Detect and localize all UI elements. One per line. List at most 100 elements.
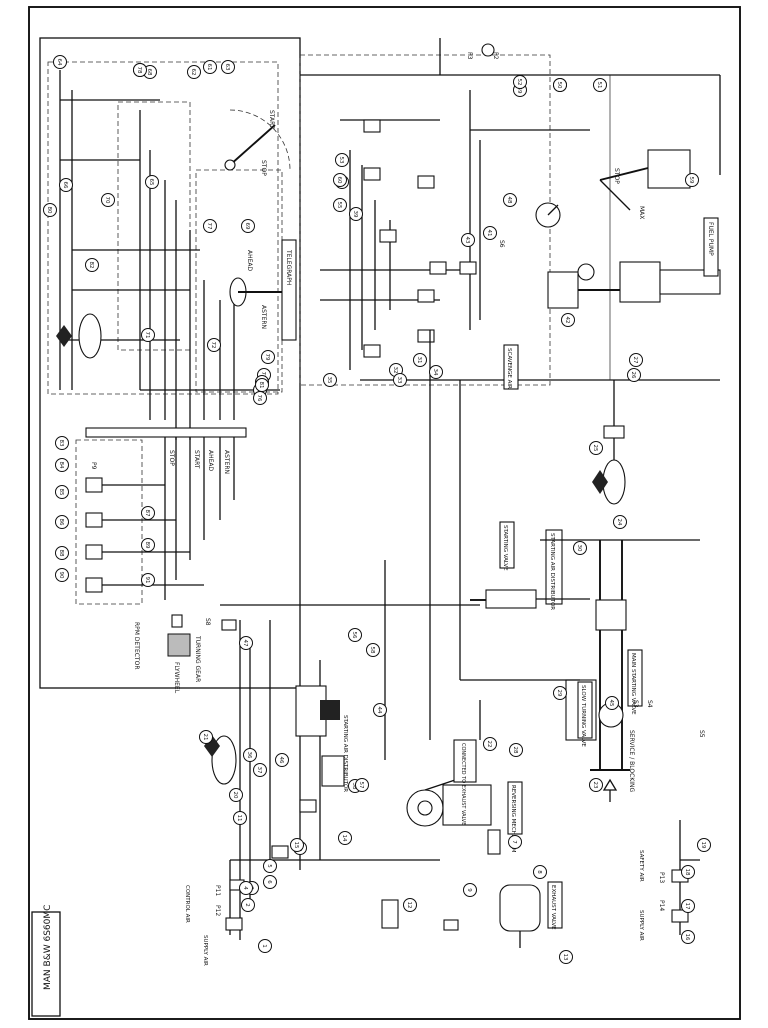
callout-number: 7: [511, 840, 517, 844]
callout-24: 24: [613, 515, 627, 529]
exhaust-valve-label: EXHAUST VALVE: [550, 885, 556, 930]
callout-6: 6: [263, 875, 277, 889]
callout-number: 17: [684, 903, 690, 910]
callout-number: 53: [338, 157, 344, 164]
callout-21: 21: [199, 730, 213, 744]
callout-number: 43: [464, 237, 470, 244]
callout-number: 69: [244, 223, 250, 230]
slow-turning-valve-tag: [577, 681, 593, 739]
pressure-label-p14: P14: [658, 900, 665, 911]
callout-55: 55: [333, 198, 347, 212]
solenoid-label-s6: S6: [498, 240, 505, 248]
callout-13: 13: [559, 950, 573, 964]
callout-number: 58: [369, 647, 375, 654]
top-main-lines: [300, 38, 721, 381]
fuel-pump-tag: [703, 217, 719, 277]
callout-number: 83: [58, 440, 64, 447]
service-blocking-label: SERVICE / BLOCKING: [628, 730, 635, 792]
starting-air-distributor-label: STARTING AIR DISTRIBUTOR: [549, 533, 555, 610]
callout-90: 90: [55, 568, 69, 582]
callout-number: 18: [684, 869, 690, 876]
safety-air-label: SAFETY AIR: [638, 850, 644, 882]
callout-number: 81: [258, 382, 264, 389]
callout-number: 34: [432, 369, 438, 376]
bus-label-ahead: AHEAD: [207, 450, 214, 472]
callout-number: 78: [136, 67, 142, 74]
callout-number: 72: [210, 342, 216, 349]
callout-45: 45: [605, 696, 619, 710]
callout-number: 31: [416, 357, 422, 364]
callout-71: 71: [141, 328, 155, 342]
drawing-frame: [28, 6, 741, 1020]
callout-72: 72: [207, 338, 221, 352]
callout-number: 39: [352, 211, 358, 218]
bus-label-astern: ASTERN: [223, 450, 230, 474]
callout-63: 63: [221, 60, 235, 74]
rpm-detector-label: RPM DETECTOR: [133, 622, 140, 669]
callout-7: 7: [508, 835, 522, 849]
telegraph-label: TELEGRAPH: [285, 249, 292, 285]
callout-number: 64: [56, 59, 62, 66]
callout-number: 38: [351, 783, 357, 790]
callout-79: 79: [261, 350, 275, 364]
lower-lines: [220, 330, 700, 940]
callout-53: 53: [335, 153, 349, 167]
callout-number: 59: [688, 177, 694, 184]
callout-number: 5: [266, 864, 272, 868]
main-starting-valve-tag: [627, 649, 643, 707]
callout-number: 85: [58, 489, 64, 496]
callout-number: 76: [256, 395, 262, 402]
telegraph-astern: ASTERN: [260, 305, 267, 329]
start-stop-quadrant: [224, 109, 291, 171]
callout-number: 35: [326, 377, 332, 384]
callout-number: 13: [562, 954, 568, 961]
callout-number: 89: [144, 542, 150, 549]
callout-12: 12: [403, 898, 417, 912]
callout-5: 5: [263, 859, 277, 873]
solenoid-label-s5: S5: [698, 730, 705, 738]
reversing-mechanism-tag: [507, 781, 523, 835]
callout-number: 6: [266, 880, 272, 884]
callout-number: 24: [616, 519, 622, 526]
callout-77: 77: [203, 219, 217, 233]
callout-number: 66: [62, 182, 68, 189]
starting-valve-tag: [499, 521, 515, 569]
quadrant-start: START: [268, 110, 275, 129]
fuel-pump-label: FUEL PUMP: [707, 222, 714, 256]
callout-number: 4: [242, 886, 248, 890]
main-starting-valve: [540, 539, 700, 771]
callout-1: 1: [258, 939, 272, 953]
callout-number: 46: [278, 757, 284, 764]
callout-48: 48: [503, 193, 517, 207]
slow-turning-valve-label: SLOW TURNING VALVE: [580, 685, 586, 747]
callout-number: 88: [58, 550, 64, 557]
engine-side-panel: [47, 61, 279, 395]
supply-air-label-right: SUPPLY AIR: [638, 910, 644, 941]
telegraph-ahead: AHEAD: [246, 250, 253, 272]
callout-number: 15: [293, 842, 299, 849]
callout-41: 41: [483, 226, 497, 240]
callout-number: 36: [246, 752, 252, 759]
callout-number: 57: [358, 782, 364, 789]
callout-84: 84: [55, 458, 69, 472]
callout-number: 63: [224, 64, 230, 71]
callout-number: 52: [516, 79, 522, 86]
bus-label-stop: STOP: [168, 450, 175, 466]
connected-exhaust-tag: [453, 739, 477, 783]
callout-28: 28: [509, 743, 523, 757]
scavenge-air-label: SCAVENGE AIR: [506, 348, 512, 389]
callout-number: 87: [144, 510, 150, 517]
callout-27: 27: [629, 353, 643, 367]
callout-9: 9: [463, 883, 477, 897]
callout-17: 17: [681, 899, 695, 913]
callout-14: 14: [338, 831, 352, 845]
bus-label-start: START: [193, 450, 200, 469]
callout-86: 86: [55, 515, 69, 529]
bridge-panel: [75, 439, 143, 605]
callout-4: 4: [239, 881, 253, 895]
callout-80: 80: [43, 203, 57, 217]
callout-number: 22: [486, 741, 492, 748]
callout-70: 70: [101, 193, 115, 207]
callout-number: 47: [242, 640, 248, 647]
